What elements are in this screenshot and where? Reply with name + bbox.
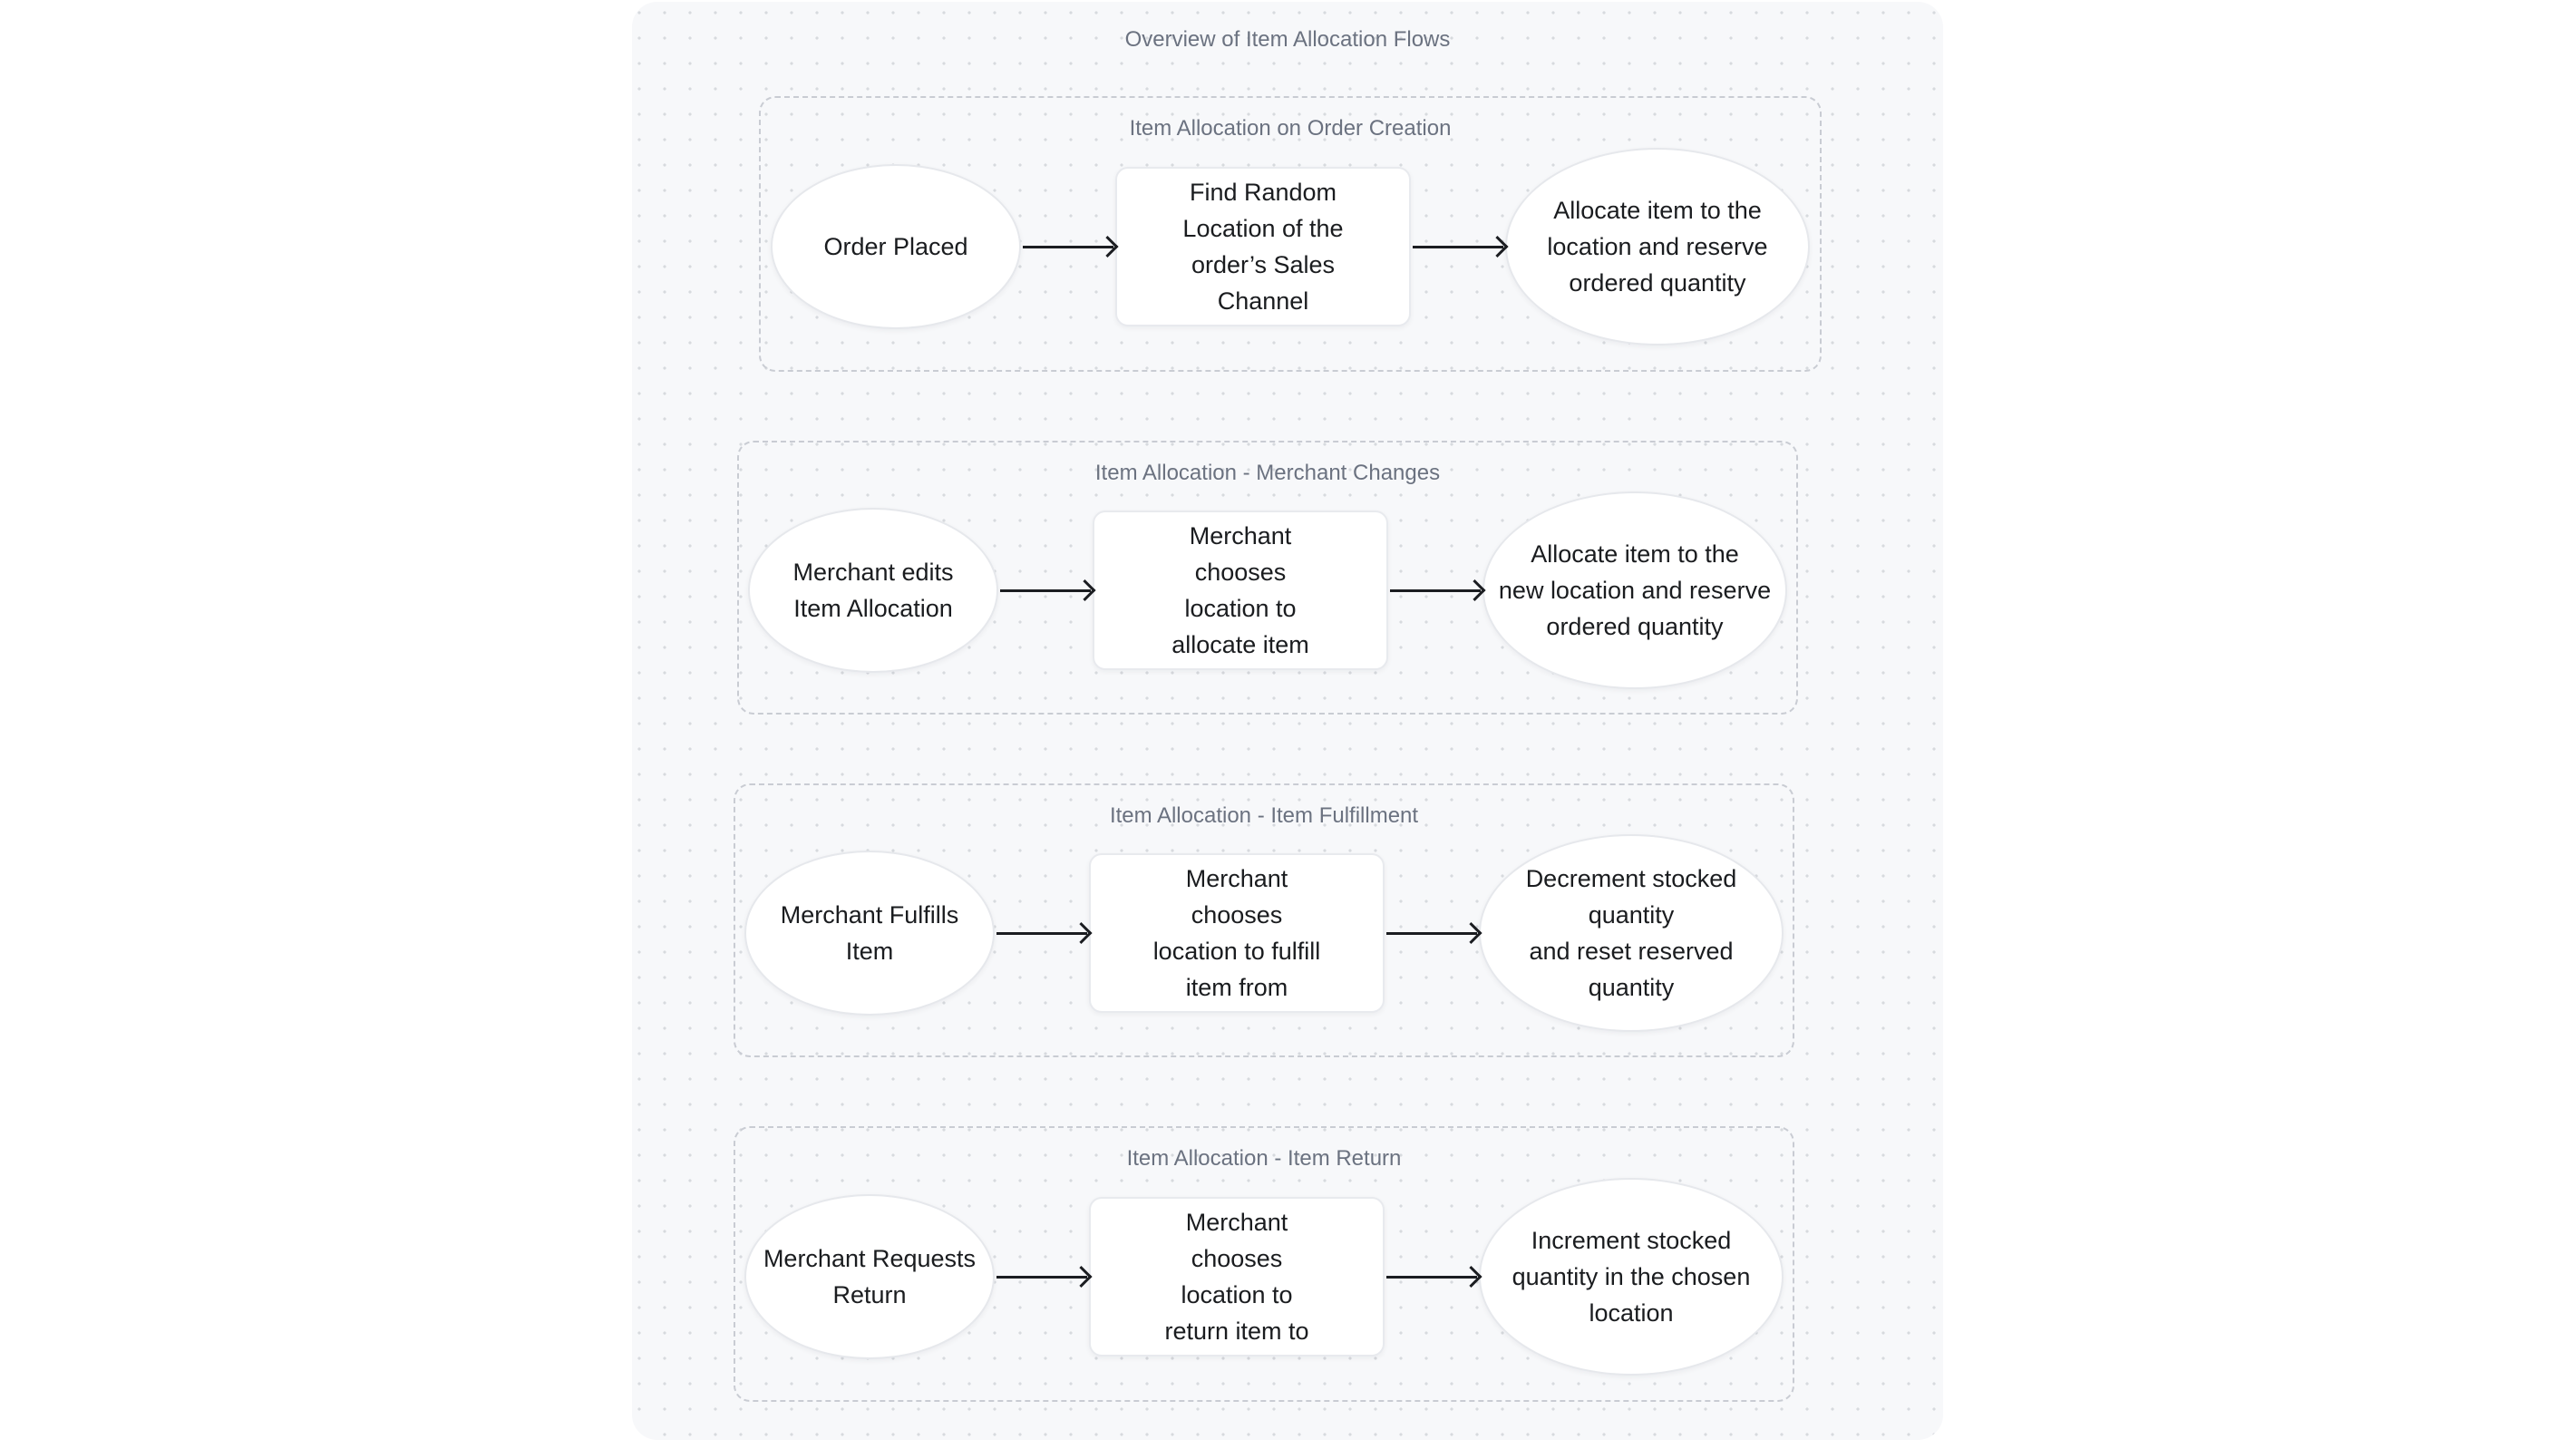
end-node: Increment stocked quantity in the chosen… — [1479, 1178, 1784, 1376]
node-text-line: Merchant — [1189, 522, 1292, 549]
node-text-line: Order Placed — [823, 233, 968, 260]
node-text-line: and reset reserved — [1529, 938, 1734, 965]
start-node: Order Placed — [771, 164, 1021, 329]
node-text-line: ordered quantity — [1546, 613, 1724, 640]
section-title: Item Allocation - Item Return — [1126, 1146, 1402, 1171]
node-text-line: location — [1589, 1299, 1674, 1327]
flow-row: Merchant Fulfills Item Merchant chooses … — [744, 820, 1784, 1046]
node-text-line: chooses — [1194, 559, 1287, 586]
node-text-line: location and reserve — [1547, 233, 1768, 260]
node-text-line: allocate item — [1171, 631, 1309, 658]
node-text-line: Item Allocation — [793, 595, 953, 622]
node-text-line: Allocate item to the — [1553, 197, 1762, 224]
node-text-line: Merchant Fulfills — [780, 901, 959, 929]
flow-row: Merchant Requests Return Merchant choose… — [744, 1162, 1784, 1391]
flow-row: Merchant edits Item Allocation Merchant … — [748, 477, 1787, 704]
node-text-line: Return — [832, 1281, 907, 1308]
process-node: Merchant chooses location to allocate it… — [1093, 511, 1388, 670]
node-text-line: location to — [1184, 595, 1297, 622]
flow-arrow — [1386, 921, 1482, 945]
node-text-line: Allocate item to the — [1531, 540, 1739, 568]
node-text-line: ordered quantity — [1569, 269, 1746, 297]
node-text-line: quantity — [1588, 901, 1675, 929]
flow-diagram-canvas: Overview of Item Allocation Flows Item A… — [632, 2, 1943, 1440]
section-title: Item Allocation - Item Fulfillment — [1109, 803, 1419, 828]
node-text-line: order’s Sales — [1191, 251, 1336, 278]
section-title: Item Allocation on Order Creation — [1129, 116, 1452, 141]
flow-section-merchant-changes: Item Allocation - Merchant Changes Merch… — [737, 441, 1798, 715]
flow-arrow — [996, 1265, 1093, 1289]
node-text-line: chooses — [1191, 901, 1283, 929]
end-node: Allocate item to the new location and re… — [1482, 491, 1787, 689]
flow-arrow — [996, 921, 1093, 945]
node-text-line: Channel — [1217, 287, 1309, 315]
process-node: Merchant chooses location to fulfill ite… — [1089, 853, 1385, 1013]
end-node: Decrement stocked quantity and reset res… — [1479, 834, 1784, 1032]
node-text-line: new location and reserve — [1498, 577, 1772, 604]
start-node: Merchant edits Item Allocation — [748, 508, 998, 673]
node-text-line: Merchant edits — [792, 559, 954, 586]
flow-section-item-return: Item Allocation - Item Return Merchant R… — [734, 1126, 1794, 1402]
node-text-line: Item — [845, 938, 894, 965]
start-node: Merchant Fulfills Item — [744, 851, 995, 1016]
node-text-line: location to — [1181, 1281, 1293, 1308]
process-node: Find Random Location of the order’s Sale… — [1115, 167, 1411, 326]
node-text-line: Decrement stocked — [1525, 865, 1737, 892]
node-text-line: return item to — [1164, 1318, 1309, 1345]
diagram-title: Overview of Item Allocation Flows — [1124, 27, 1451, 52]
flow-arrow — [1000, 579, 1096, 602]
node-text-line: location to fulfill — [1152, 938, 1321, 965]
node-text-line: Merchant — [1185, 1209, 1288, 1236]
flow-arrow — [1023, 235, 1119, 258]
section-title: Item Allocation - Merchant Changes — [1094, 461, 1441, 485]
start-node: Merchant Requests Return — [744, 1194, 995, 1359]
flow-arrow — [1386, 1265, 1482, 1289]
flow-section-order-creation: Item Allocation on Order Creation Order … — [759, 96, 1822, 372]
end-node: Allocate item to the location and reserv… — [1505, 148, 1810, 345]
node-text-line: Merchant Requests — [763, 1245, 977, 1272]
node-text-line: quantity in the chosen — [1512, 1263, 1751, 1290]
node-text-line: quantity — [1588, 974, 1675, 1001]
process-node: Merchant chooses location to return item… — [1089, 1197, 1385, 1357]
flow-section-item-fulfillment: Item Allocation - Item Fulfillment Merch… — [734, 783, 1794, 1057]
flow-arrow — [1390, 579, 1486, 602]
flow-arrow — [1413, 235, 1509, 258]
flow-row: Order Placed Find Random Location of the… — [770, 132, 1811, 361]
node-text-line: Location of the — [1182, 215, 1344, 242]
node-text-line: Merchant — [1185, 865, 1288, 892]
node-text-line: item from — [1185, 974, 1288, 1001]
node-text-line: chooses — [1191, 1245, 1283, 1272]
node-text-line: Find Random — [1189, 179, 1337, 206]
node-text-line: Increment stocked — [1531, 1227, 1732, 1254]
